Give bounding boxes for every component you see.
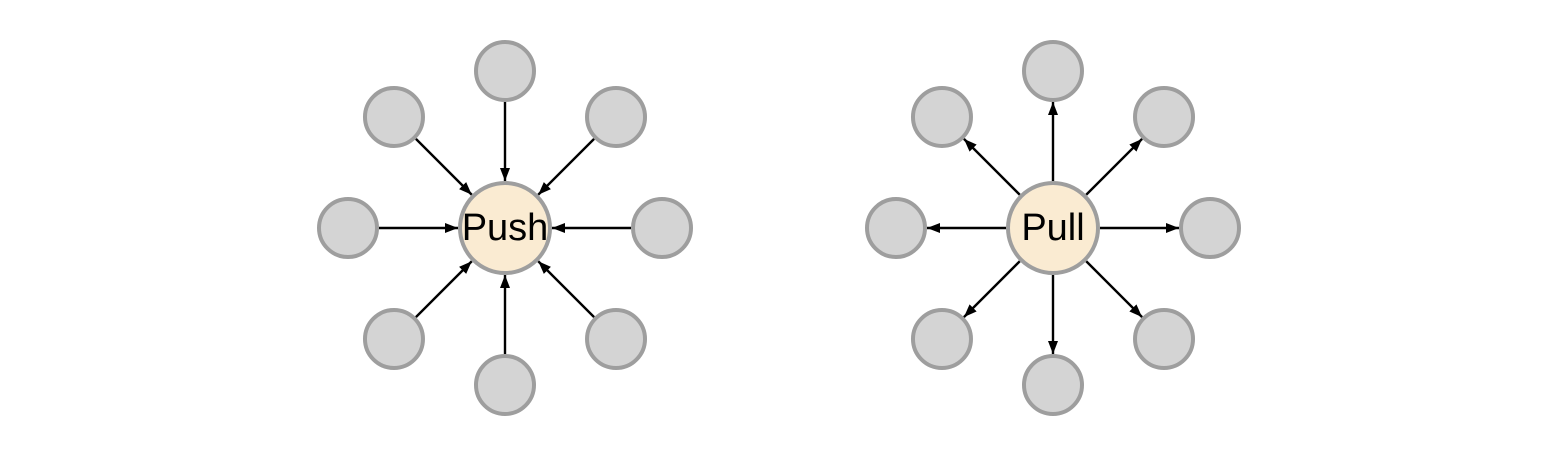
push-center-label: Push [462, 207, 549, 249]
pull-satellite-node [910, 308, 973, 371]
push-satellite-node [317, 197, 379, 259]
pull-center-label: Pull [1021, 207, 1084, 249]
push-satellite-node [362, 85, 425, 148]
pull-arrow-out [1085, 138, 1143, 196]
pull-satellite-node [1133, 85, 1196, 148]
push-satellite-node [585, 85, 648, 148]
pull-arrow-out [1085, 260, 1143, 318]
pull-satellite-node [910, 85, 973, 148]
push-satellite-node [474, 40, 536, 102]
push-center-node [458, 181, 552, 275]
pull-diagram: Pull [865, 40, 1241, 416]
push-satellite-node [474, 354, 536, 416]
pull-satellite-node [865, 197, 927, 259]
push-arrow-in [537, 260, 595, 318]
pull-satellite-node [1133, 308, 1196, 371]
pull-satellite-node [1022, 354, 1084, 416]
pull-arrow-out [963, 260, 1021, 318]
push-satellite-node [585, 308, 648, 371]
pull-satellite-node [1022, 40, 1084, 102]
push-arrow-in [537, 138, 595, 196]
pull-satellite-node [1179, 197, 1241, 259]
pull-arrow-out [963, 138, 1021, 196]
push-arrow-in [415, 138, 473, 196]
pull-center-node [1006, 181, 1100, 275]
push-satellite-node [362, 308, 425, 371]
push-arrow-in [415, 260, 473, 318]
push-satellite-node [631, 197, 693, 259]
push-diagram: Push [317, 40, 693, 416]
